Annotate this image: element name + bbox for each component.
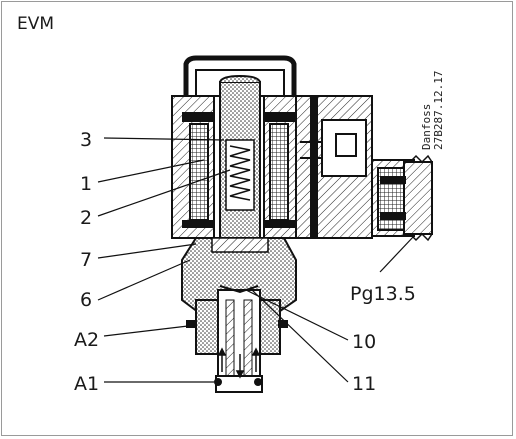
callout-1: 1	[80, 173, 92, 195]
callout-11: 11	[352, 373, 376, 395]
top-bracket	[183, 55, 297, 96]
manufacturer-code-line2: 27B287.12.17	[432, 71, 445, 150]
flow-arrows	[217, 347, 261, 379]
callout-a1: A1	[74, 373, 99, 395]
callout-2: 2	[80, 207, 92, 229]
callout-7: 7	[80, 249, 92, 271]
valve-body	[181, 237, 297, 319]
lower-body	[186, 285, 288, 393]
cable-gland	[377, 154, 433, 242]
coil-winding	[182, 112, 296, 228]
callout-pg13-5: Pg13.5	[350, 283, 416, 305]
leader-lines	[97, 137, 415, 383]
callout-3: 3	[80, 129, 92, 151]
callout-10: 10	[352, 331, 376, 353]
manufacturer-code-line1: Danfoss	[420, 104, 433, 150]
callout-6: 6	[80, 289, 92, 311]
figure-title: EVM	[17, 14, 55, 34]
callout-a2: A2	[74, 329, 99, 351]
